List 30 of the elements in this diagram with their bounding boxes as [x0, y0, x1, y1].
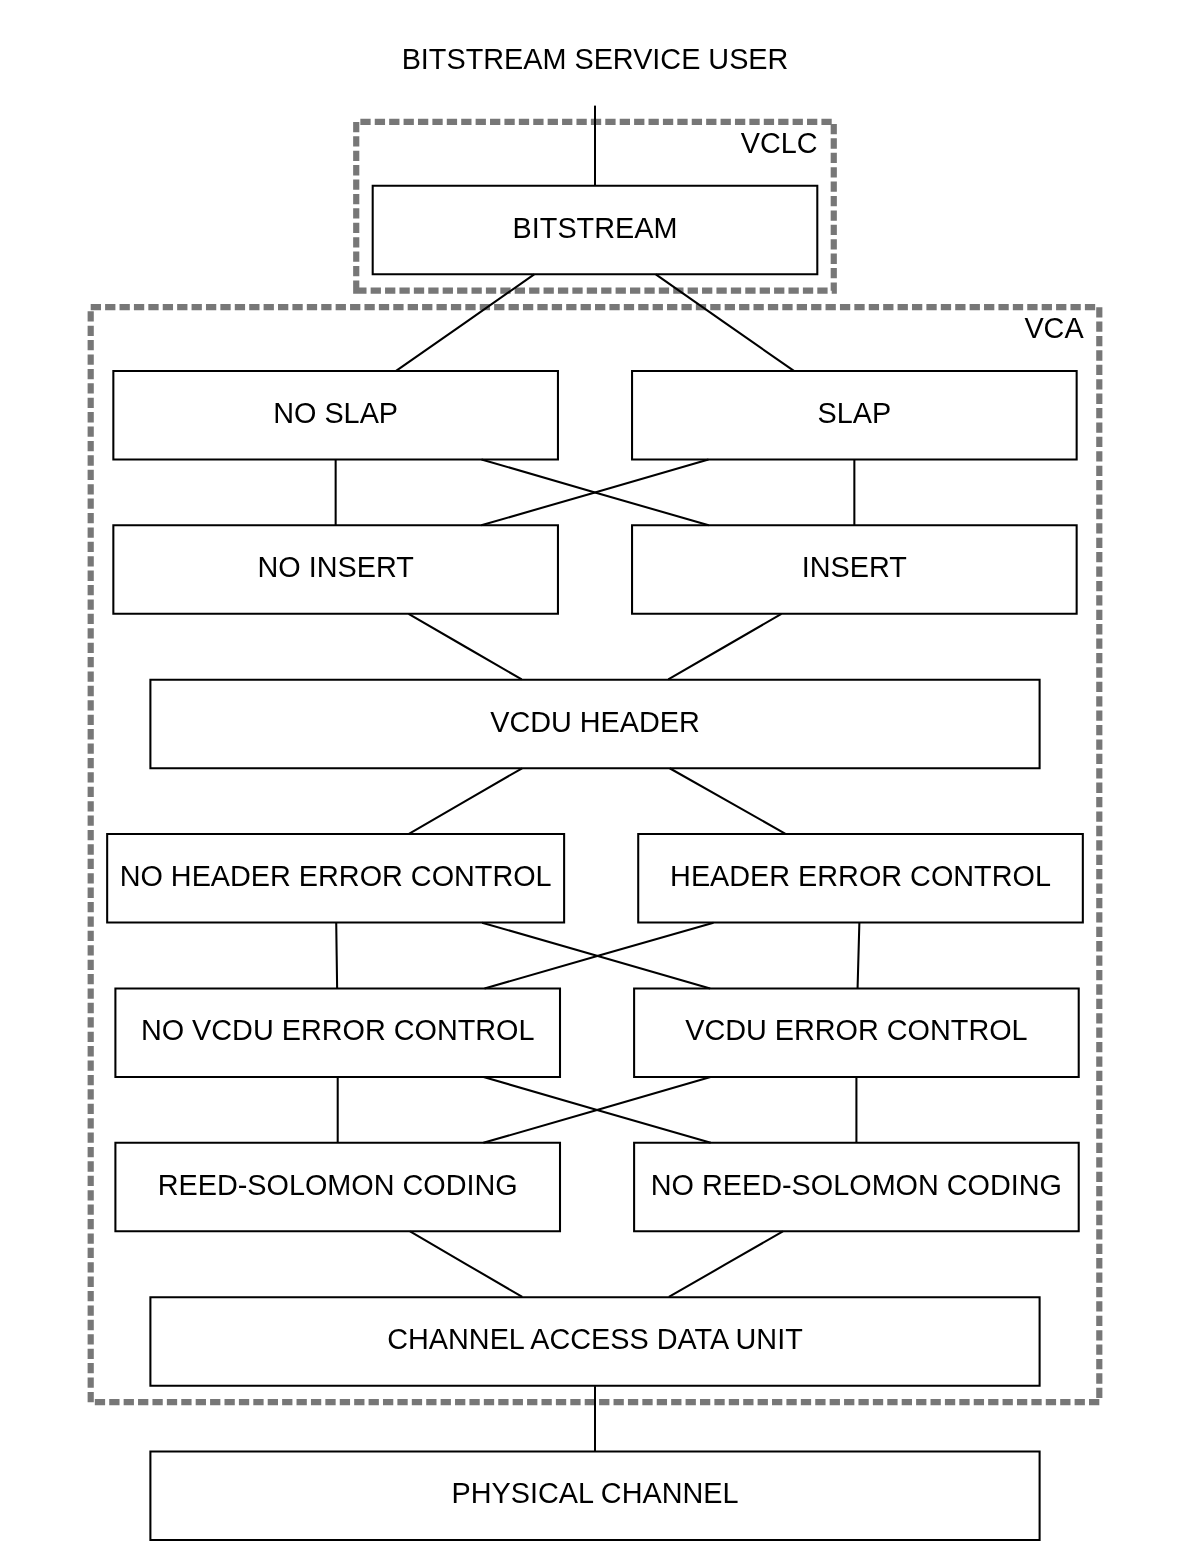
- node-box: HEADER ERROR CONTROL: [637, 833, 1084, 924]
- connector: [667, 613, 782, 681]
- node-text: BITSTREAM SERVICE USER: [401, 42, 789, 75]
- node-box: VCDU HEADER: [149, 678, 1041, 770]
- node-box: BITSTREAM: [371, 184, 819, 276]
- connector: [408, 613, 523, 681]
- node-box: NO REED-SOLOMON CODING: [633, 1141, 1080, 1233]
- node-box: CHANNEL ACCESS DATA UNIT: [149, 1296, 1041, 1387]
- connector: [336, 1077, 339, 1143]
- connector: [481, 458, 709, 527]
- node-box: REED-SOLOMON CODING: [114, 1141, 562, 1233]
- node-box: INSERT: [631, 524, 1078, 615]
- connector: [335, 923, 339, 989]
- connector: [409, 1230, 523, 1298]
- node-box: VCDU ERROR CONTROL: [633, 987, 1080, 1078]
- connector: [856, 923, 861, 989]
- connector: [408, 767, 523, 835]
- connector: [853, 459, 856, 526]
- connector: [334, 459, 337, 526]
- node-box: NO VCDU ERROR CONTROL: [114, 987, 562, 1078]
- node-box: NO INSERT: [112, 524, 559, 615]
- connector: [855, 1077, 858, 1143]
- node-box: NO SLAP: [112, 369, 559, 461]
- connector: [669, 767, 786, 835]
- node-box: SLAP: [631, 369, 1078, 461]
- node-box: NO HEADER ERROR CONTROL: [106, 833, 566, 924]
- connector: [593, 105, 597, 186]
- connector: [668, 1230, 784, 1298]
- node-box: PHYSICAL CHANNEL: [149, 1450, 1041, 1542]
- connector: [593, 1386, 597, 1452]
